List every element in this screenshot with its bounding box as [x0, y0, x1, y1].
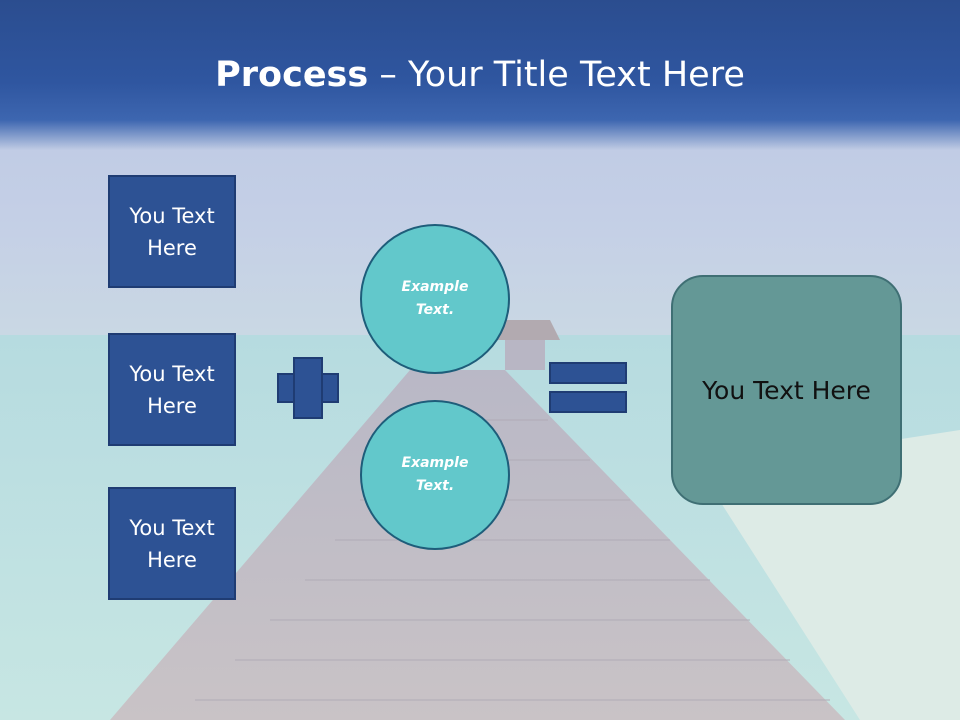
title-bold-part: Process	[215, 55, 369, 95]
input-box-label: You Text Here	[129, 361, 215, 418]
title-rest-part: – Your Title Text Here	[368, 55, 745, 95]
input-box-label: You Text Here	[129, 203, 215, 260]
equals-icon-top-bar	[549, 362, 627, 384]
input-box-2[interactable]: You Text Here	[108, 333, 236, 446]
circle-label: Example Text.	[401, 455, 469, 494]
example-circle-1[interactable]: Example Text.	[360, 224, 510, 374]
title-band	[0, 0, 960, 150]
input-box-1[interactable]: You Text Here	[108, 175, 236, 288]
equals-icon-bottom-bar	[549, 391, 627, 413]
input-box-3[interactable]: You Text Here	[108, 487, 236, 600]
result-box[interactable]: You Text Here	[671, 275, 902, 505]
example-circle-2[interactable]: Example Text.	[360, 400, 510, 550]
plus-icon-center	[295, 375, 321, 401]
circle-label: Example Text.	[401, 279, 469, 318]
slide-title[interactable]: Process – Your Title Text Here	[0, 52, 960, 98]
result-label: You Text Here	[702, 375, 871, 405]
input-box-label: You Text Here	[129, 515, 215, 572]
